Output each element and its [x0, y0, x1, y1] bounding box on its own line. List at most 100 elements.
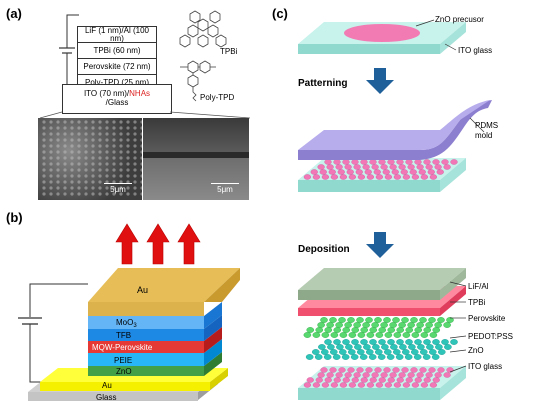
nano-bump	[378, 327, 387, 333]
nano-bump	[413, 354, 422, 360]
nano-bump	[306, 377, 314, 383]
nano-bump	[317, 164, 325, 170]
nano-bump	[351, 377, 359, 383]
nano-bump	[347, 349, 356, 355]
nano-bump	[443, 164, 451, 170]
nano-bump	[330, 332, 339, 338]
nano-bump	[416, 164, 424, 170]
nano-bump	[407, 164, 415, 170]
nano-bump	[342, 159, 350, 165]
layer-label-moo3: MoO3	[116, 318, 137, 329]
nano-bump	[360, 159, 368, 165]
nano-bump	[329, 349, 338, 355]
nano-bump	[317, 372, 325, 378]
nano-bump	[407, 372, 415, 378]
nano-bump	[332, 354, 341, 360]
nano-bump	[333, 339, 341, 345]
nano-bump	[400, 169, 408, 175]
nano-bump	[321, 332, 330, 338]
nano-bump	[375, 382, 383, 388]
nano-bump	[339, 174, 347, 180]
step-arrow-deposition	[366, 232, 394, 258]
nano-bump	[377, 354, 386, 360]
layer-label-au-bottom: Au	[102, 381, 112, 390]
nano-bump	[423, 377, 431, 383]
nano-bump	[391, 169, 399, 175]
nano-bump	[341, 354, 350, 360]
nano-bump	[357, 174, 365, 180]
nano-bump	[357, 332, 366, 338]
nano-bump	[383, 367, 391, 373]
nano-bump	[392, 349, 401, 355]
nano-bump	[324, 327, 333, 333]
nano-bump	[351, 327, 360, 333]
nano-bump	[369, 339, 377, 345]
step-label-deposition: Deposition	[298, 244, 350, 255]
nano-bump	[312, 332, 321, 338]
nano-bump	[323, 354, 332, 360]
nano-bump	[326, 322, 334, 328]
nano-bump	[369, 327, 378, 333]
emission-arrows	[115, 223, 201, 265]
patterned-substrate	[298, 158, 466, 192]
nano-bump	[396, 159, 404, 165]
nano-bump	[378, 377, 386, 383]
nano-bump	[342, 339, 350, 345]
nano-bump	[328, 169, 336, 175]
nano-bump	[396, 377, 404, 383]
nano-bump	[384, 332, 393, 338]
label-lif-al: LiF/Al	[468, 282, 489, 291]
nano-bump	[450, 339, 458, 345]
nano-bump	[437, 349, 446, 355]
nano-bump	[303, 174, 311, 180]
nano-bump	[419, 367, 427, 373]
nano-bump	[371, 372, 379, 378]
nano-bump	[404, 354, 413, 360]
nano-bump	[398, 322, 406, 328]
nano-bump	[338, 349, 347, 355]
nano-bump	[405, 159, 413, 165]
nano-bump	[339, 332, 348, 338]
nano-bump	[410, 349, 419, 355]
panel-c-process-diagram: ZnO precusor ITO glass Patterning PDMS m…	[298, 15, 513, 400]
nano-bump	[390, 344, 398, 350]
sem-image-cross-section: 5μm	[143, 118, 249, 200]
nano-bump	[333, 159, 341, 165]
nano-bump	[362, 372, 370, 378]
nano-bump	[339, 382, 347, 388]
nano-bump	[357, 382, 365, 388]
nano-bump	[338, 317, 346, 323]
nano-bump	[443, 372, 451, 378]
label-pedot-pss: PEDOT:PSS	[468, 332, 513, 341]
nano-bump	[427, 169, 435, 175]
nano-bump	[330, 382, 338, 388]
nano-bump	[374, 317, 382, 323]
label-perovskite: Perovskite	[468, 314, 506, 323]
nano-bump	[354, 344, 362, 350]
nano-bump	[398, 164, 406, 170]
nano-bump	[303, 382, 311, 388]
nano-bump	[359, 354, 368, 360]
nano-bump	[383, 317, 391, 323]
nano-bump	[393, 332, 402, 338]
nano-bump	[329, 367, 337, 373]
nano-bump	[435, 344, 443, 350]
nano-bump	[305, 354, 314, 360]
nano-bump	[395, 354, 404, 360]
nano-bump	[374, 367, 382, 373]
nano-bump	[411, 174, 419, 180]
nano-bump	[389, 372, 397, 378]
nano-bump	[372, 344, 380, 350]
nano-bump	[324, 339, 332, 345]
layer-label-peie: PEIE	[114, 356, 132, 365]
nano-bump	[335, 164, 343, 170]
nano-bump	[436, 169, 444, 175]
final-device-stack	[298, 268, 466, 400]
nano-bump	[315, 377, 323, 383]
nano-bump	[320, 317, 328, 323]
nano-bump	[368, 354, 377, 360]
nano-bump	[384, 174, 392, 180]
nano-bump	[429, 174, 437, 180]
nano-bump	[398, 372, 406, 378]
nano-bump	[450, 159, 458, 165]
